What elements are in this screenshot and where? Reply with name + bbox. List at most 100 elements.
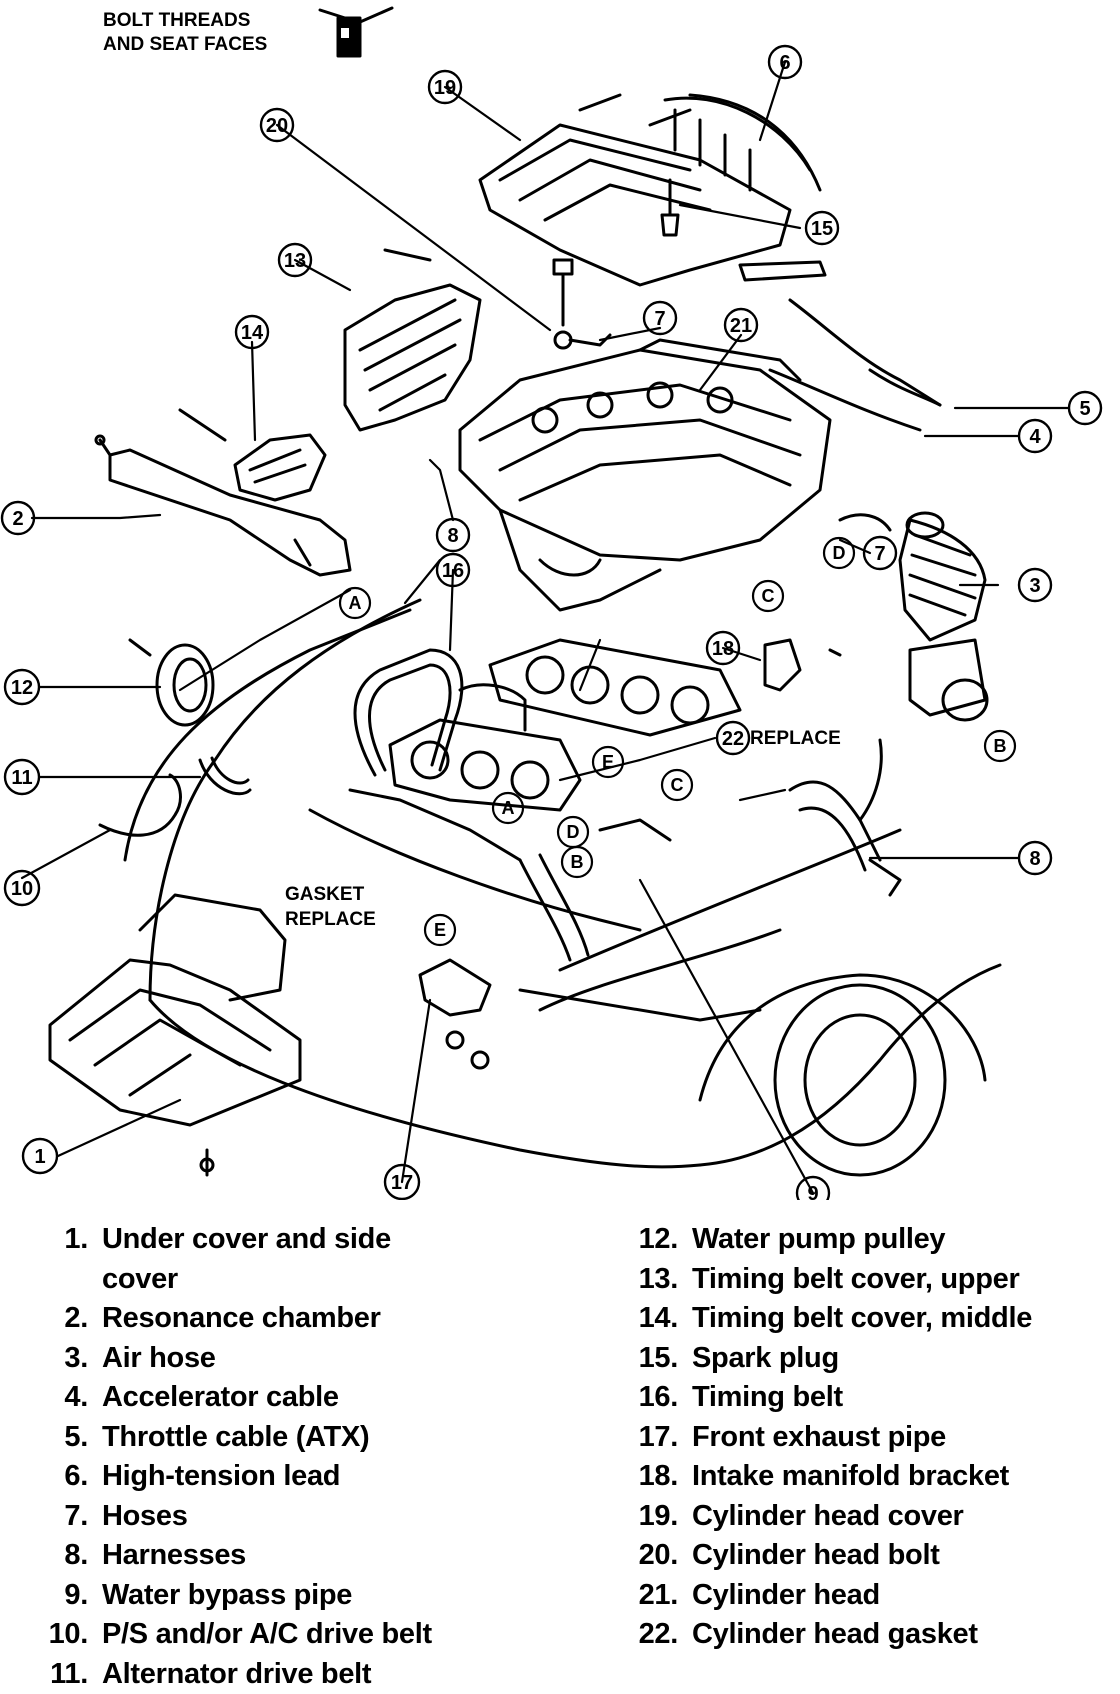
- legend-item-5: 5. Throttle cable (ATX): [30, 1418, 432, 1458]
- callout-6: 6: [779, 52, 790, 74]
- callout-20: 20: [266, 115, 288, 137]
- letter-d-2: D: [567, 822, 580, 842]
- legend-label: Hoses: [102, 1497, 188, 1537]
- legend-item-1: 1. Under cover and side cover: [30, 1220, 432, 1299]
- legend-number: 17.: [620, 1418, 692, 1458]
- resonance-chamber-part: [96, 436, 350, 575]
- letter-c-2: C: [671, 775, 684, 795]
- callout-circles: [2, 46, 1101, 1200]
- letter-e-1: E: [602, 752, 614, 772]
- callout-8a: 8: [447, 525, 458, 547]
- legend-number: 10.: [30, 1615, 102, 1655]
- intake-manifold-bracket-part: [765, 640, 840, 690]
- callout-22: 22: [722, 728, 744, 750]
- legend-item-18: 18. Intake manifold bracket: [620, 1457, 1032, 1497]
- legend-number: 1.: [30, 1220, 102, 1299]
- car-body-outline: [125, 600, 1000, 1175]
- cylinder-head-bolt-part: [554, 260, 572, 348]
- under-cover-part: [50, 895, 300, 1175]
- callout-3: 3: [1029, 575, 1040, 597]
- legend-item-21: 21. Cylinder head: [620, 1576, 1032, 1616]
- front-exhaust-pipe-part: [420, 960, 490, 1068]
- legend-number: 12.: [620, 1220, 692, 1260]
- legend-item-6: 6. High-tension lead: [30, 1457, 432, 1497]
- letter-a-1: A: [349, 593, 362, 613]
- water-bypass-pipe-part: [520, 820, 670, 960]
- legend-number: 13.: [620, 1260, 692, 1300]
- callout-10: 10: [11, 878, 33, 900]
- legend-item-12: 12. Water pump pulley: [620, 1220, 1032, 1260]
- legend-number: 4.: [30, 1378, 102, 1418]
- legend-item-13: 13. Timing belt cover, upper: [620, 1260, 1032, 1300]
- legend-number: 2.: [30, 1299, 102, 1339]
- legend-label: Air hose: [102, 1339, 216, 1379]
- legend-item-15: 15. Spark plug: [620, 1339, 1032, 1379]
- callout-9: 9: [807, 1183, 818, 1200]
- legend-label: Water bypass pipe: [102, 1576, 352, 1616]
- legend-item-4: 4. Accelerator cable: [30, 1378, 432, 1418]
- legend-label: Cylinder head: [692, 1576, 880, 1616]
- callout-5: 5: [1079, 398, 1090, 420]
- letter-e-2: E: [434, 920, 446, 940]
- replace-note: REPLACE: [750, 728, 841, 749]
- legend-label: Spark plug: [692, 1339, 839, 1379]
- letter-b-2: B: [994, 736, 1007, 756]
- header-note-line-2: AND SEAT FACES: [103, 34, 267, 55]
- legend-label: Resonance chamber: [102, 1299, 381, 1339]
- header-note-line-1: BOLT THREADS: [103, 10, 250, 31]
- legend-right-column: 12. Water pump pulley 13. Timing belt co…: [620, 1220, 1032, 1655]
- legend-item-3: 3. Air hose: [30, 1339, 432, 1379]
- spark-plug-part: [662, 180, 678, 235]
- air-cleaner-part: [910, 640, 987, 720]
- oil-can-icon: [320, 8, 392, 56]
- legend-label: High-tension lead: [102, 1457, 340, 1497]
- legend-label: Accelerator cable: [102, 1378, 339, 1418]
- letter-b-1: B: [571, 852, 584, 872]
- legend-number: 8.: [30, 1536, 102, 1576]
- callout-13: 13: [284, 250, 306, 272]
- legend-number: 3.: [30, 1339, 102, 1379]
- timing-belt-part: [355, 650, 462, 775]
- legend-item-11: 11. Alternator drive belt: [30, 1655, 432, 1694]
- legend-label: Water pump pulley: [692, 1220, 945, 1260]
- callout-1: 1: [34, 1146, 45, 1168]
- gasket-replace-note-line-2: REPLACE: [285, 909, 376, 930]
- letter-circles: [340, 538, 1015, 945]
- legend-item-16: 16. Timing belt: [620, 1378, 1032, 1418]
- legend-label: Cylinder head gasket: [692, 1615, 978, 1655]
- legend-label: Under cover and side cover: [102, 1220, 432, 1299]
- legend-label: Cylinder head bolt: [692, 1536, 940, 1576]
- legend-label: Harnesses: [102, 1536, 246, 1576]
- legend-label: Cylinder head cover: [692, 1497, 964, 1537]
- legend-number: 5.: [30, 1418, 102, 1458]
- legend-number: 20.: [620, 1536, 692, 1576]
- legend-label: Timing belt cover, upper: [692, 1260, 1019, 1300]
- legend-label: Front exhaust pipe: [692, 1418, 946, 1458]
- legend-item-20: 20. Cylinder head bolt: [620, 1536, 1032, 1576]
- legend-number: 21.: [620, 1576, 692, 1616]
- legend-number: 19.: [620, 1497, 692, 1537]
- callout-15: 15: [811, 218, 833, 240]
- callout-12: 12: [11, 677, 33, 699]
- legend-item-17: 17. Front exhaust pipe: [620, 1418, 1032, 1458]
- legend-label: P/S and/or A/C drive belt: [102, 1615, 432, 1655]
- callout-11: 11: [11, 767, 32, 789]
- legend-number: 14.: [620, 1299, 692, 1339]
- callout-7a: 7: [654, 308, 665, 330]
- callout-18: 18: [712, 638, 734, 660]
- timing-belt-cover-upper-part: [345, 250, 480, 430]
- cylinder-head-part: [460, 340, 830, 610]
- callout-14: 14: [241, 322, 264, 344]
- water-pump-pulley-part: [130, 640, 213, 725]
- legend-number: 22.: [620, 1615, 692, 1655]
- cylinder-head-gasket-part: [490, 640, 740, 735]
- letter-a-2: A: [502, 798, 515, 818]
- harness-part: [790, 740, 900, 895]
- letter-c-1: C: [762, 586, 775, 606]
- callout-21: 21: [730, 315, 752, 337]
- alternator-drive-belt-part: [200, 758, 250, 794]
- legend-item-10: 10. P/S and/or A/C drive belt: [30, 1615, 432, 1655]
- legend-number: 18.: [620, 1457, 692, 1497]
- air-hose-part: [900, 513, 985, 640]
- callout-8b: 8: [1029, 848, 1040, 870]
